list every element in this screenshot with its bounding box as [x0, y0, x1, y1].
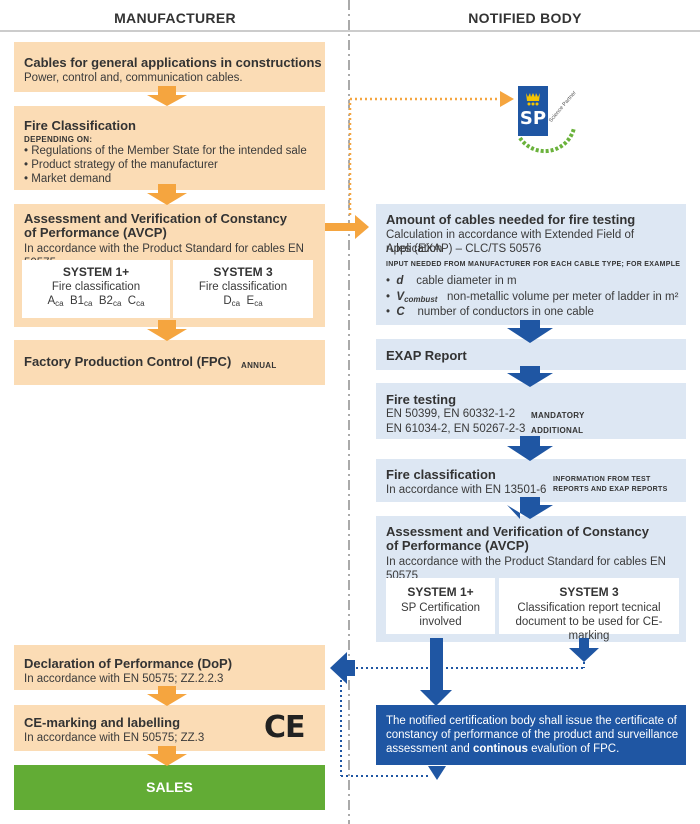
avcp-left-box: Assessment and Verification of Constancy… [14, 204, 325, 327]
fire-classification-bullet: • Market demand [24, 173, 112, 185]
amount-text-1: Calculation in accordance with Extended … [386, 229, 635, 255]
fire-classification-bullet: • Product strategy of the manufacturer [24, 159, 218, 171]
system-3-left: SYSTEM 3 Fire classification Dca Eca [173, 260, 313, 318]
fire-classification-box: Fire Classification DEPENDING ON: • Regu… [14, 106, 325, 190]
system-3-right-line-1: Classification report tecnical [517, 602, 661, 614]
system-3-left-classes: Dca Eca [223, 295, 263, 308]
ce-mark-logo: CE [264, 710, 306, 745]
sp-logo: SP Science Partner [518, 86, 578, 166]
fpc-title: Factory Production Control (FPC) [24, 354, 232, 369]
exap-report-title: EXAP Report [386, 348, 467, 363]
exap-report-box: EXAP Report [376, 339, 686, 370]
system-1plus-right-title: SYSTEM 1+ [407, 585, 474, 599]
system-3-right: SYSTEM 3 Classification report tecnical … [499, 578, 679, 642]
ce-marking-title: CE-marking and labelling [24, 715, 181, 730]
ce-marking-box: CE-marking and labelling In accordance w… [14, 705, 325, 751]
amount-bullet-c: • C number of conductors in one cable [386, 306, 594, 318]
depending-on-label: DEPENDING ON: [24, 135, 93, 144]
avcp-left-title-1: Assessment and Verification of Constancy [24, 211, 287, 226]
amount-text-2: rules (EXAP) – CLC/TS 50576 [386, 243, 542, 255]
amount-title: Amount of cables needed for fire testing [386, 212, 636, 227]
fpc-box: Factory Production Control (FPC) ANNUAL [14, 340, 325, 385]
avcp-right-box: Assessment and Verification of Constancy… [376, 516, 686, 642]
fpc-annual-tag: ANNUAL [241, 361, 277, 370]
system-1plus-left: SYSTEM 1+ Fire classification Aca B1ca B… [22, 260, 170, 318]
sales-label: SALES [146, 779, 193, 795]
dop-text: In accordance with EN 50575; ZZ.2.2.3 [24, 673, 224, 685]
ce-marking-text: In accordance with EN 50575; ZZ.3 [24, 732, 205, 744]
system-1plus-left-text: Fire classification [51, 281, 141, 293]
sp-arc [518, 127, 576, 154]
notice-box: The notified certification body shall is… [376, 705, 686, 765]
header-manufacturer: MANUFACTURER [114, 10, 236, 26]
system-1plus-right: SYSTEM 1+ SP Certification involved [386, 578, 495, 634]
fire-testing-additional: ADDITIONAL [531, 426, 584, 435]
dop-box: Declaration of Performance (DoP) In acco… [14, 645, 325, 690]
sales-box: SALES [14, 765, 325, 810]
fire-classification-bullet: • Regulations of the Member State for th… [24, 145, 307, 157]
notice-text: The notified certification body shall is… [386, 715, 679, 755]
system-3-right-line-2: document to be used for CE-marking [515, 616, 663, 642]
fire-testing-line-2: EN 61034-2, EN 50267-2-3 [386, 423, 526, 435]
fire-testing-box: Fire testing EN 50399, EN 60332-1-2 MAND… [376, 383, 686, 439]
fire-classification-title: Fire Classification [24, 118, 136, 133]
amount-bullet-v: • Vcombust non-metallic volume per meter… [386, 291, 679, 304]
header-notified-body: NOTIFIED BODY [468, 10, 582, 26]
fire-testing-title: Fire testing [386, 392, 457, 407]
system-3-left-title: SYSTEM 3 [213, 265, 273, 279]
avcp-right-title-2: of Performance (AVCP) [386, 538, 529, 553]
sp-letters: SP [519, 108, 547, 129]
sp-logo-block: SP [518, 86, 548, 136]
system-1plus-right-line-2: involved [419, 616, 462, 628]
dop-title: Declaration of Performance (DoP) [24, 656, 233, 671]
system-1plus-left-title: SYSTEM 1+ [62, 265, 130, 279]
amount-cables-box: Amount of cables needed for fire testing… [376, 204, 686, 325]
fire-classification-right-box: Fire classification In accordance with E… [376, 459, 686, 502]
avcp-right-title-1: Assessment and Verification of Constancy [386, 524, 649, 539]
amount-bullet-d: • d cable diameter in m [386, 275, 517, 287]
system-1plus-left-classes: Aca B1ca B2ca Cca [47, 295, 145, 308]
avcp-left-title-2: of Performance (AVCP) [24, 225, 167, 240]
fire-classification-info: INFORMATION FROM TEST REPORTS AND EXAP R… [553, 476, 668, 493]
system-1plus-right-line-1: SP Certification [400, 602, 481, 614]
system-3-right-title: SYSTEM 3 [559, 585, 619, 599]
crown-icon [526, 93, 540, 106]
system-3-left-text: Fire classification [198, 281, 288, 293]
fire-classification-right-text: In accordance with EN 13501-6 [386, 484, 547, 496]
cables-title: Cables for general applications in const… [24, 55, 322, 70]
amount-input-caption: INPUT NEEDED FROM MANUFACTURER FOR EACH … [386, 261, 681, 268]
cables-text: Power, control and, communication cables… [24, 72, 243, 84]
cables-box: Cables for general applications in const… [14, 42, 325, 92]
fire-testing-mandatory: MANDATORY [531, 411, 585, 420]
fire-testing-line-1: EN 50399, EN 60332-1-2 [386, 408, 516, 420]
fire-classification-right-title: Fire classification [386, 467, 496, 482]
